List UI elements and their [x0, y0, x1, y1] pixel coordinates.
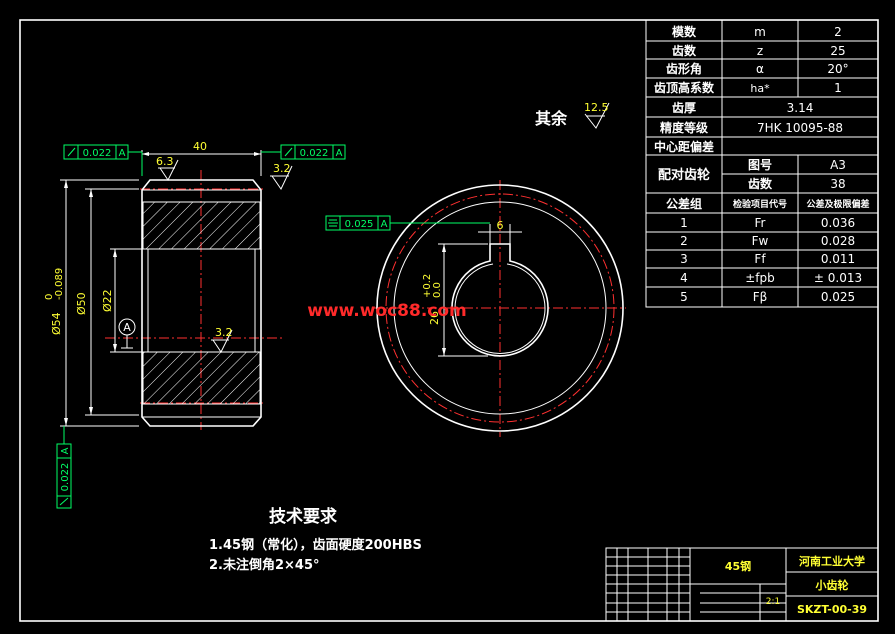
param-symbol-1: z — [757, 44, 763, 58]
param-value-5: 7HK 10095-88 — [757, 121, 843, 135]
title-part-name: 小齿轮 — [815, 578, 849, 592]
mating-gear-row-value-0: A3 — [830, 158, 846, 172]
tech-req-title: 技术要求 — [269, 506, 337, 527]
watermark: www.woc88.com — [307, 301, 467, 321]
param-symbol-0: m — [754, 25, 766, 39]
title-block: 45钢 河南工业大学 小齿轮 SKZT-00-39 2:1 — [605, 547, 879, 622]
fcf-bottom-datum: A — [60, 447, 71, 454]
tol-code-2: Ff — [754, 252, 766, 266]
param-name-5: 精度等级 — [660, 120, 708, 135]
title-school: 河南工业大学 — [799, 554, 865, 568]
param-name-3: 齿顶高系数 — [654, 80, 715, 95]
keyway-depth: 26 — [428, 311, 441, 325]
dim-outer: Ø54 — [50, 312, 63, 335]
keyway-tol-upper: +0.2 — [422, 274, 433, 298]
drawing-border — [19, 19, 879, 622]
fcf-right-datum: A — [336, 148, 343, 159]
tol-group-1: 2 — [680, 234, 688, 248]
mating-gear-label: 配对齿轮 — [658, 167, 710, 183]
param-name-4: 齿厚 — [672, 100, 696, 115]
tol-header-group: 公差组 — [666, 196, 702, 211]
tol-code-1: Fw — [752, 234, 769, 248]
fcf-left-datum: A — [119, 148, 126, 159]
dim-width: 40 — [193, 140, 207, 153]
gear-parameter-table: 模数 m 2 齿数 z 25 齿形角 α 20° 齿顶高系数 ha* 1 齿厚 … — [645, 19, 879, 308]
param-name-0: 模数 — [672, 24, 697, 39]
roughness-note-value: 12.5 — [584, 101, 609, 114]
fcf-bottom-value: 0.022 — [60, 463, 71, 492]
roughness-note-label: 其余 — [535, 109, 568, 128]
mating-gear-row-value-1: 38 — [830, 177, 845, 191]
dim-pitch: Ø50 — [75, 292, 88, 315]
fcf-sym-value: 0.025 — [345, 219, 374, 230]
gear-front-view: 6 26 +0.2 0.0 0.025 A — [325, 180, 626, 437]
title-drawing-no: SKZT-00-39 — [797, 603, 867, 616]
tol-group-4: 5 — [680, 290, 688, 304]
tol-code-0: Fr — [755, 216, 766, 230]
tol-value-2: 0.011 — [821, 252, 855, 266]
fcf-sym-datum: A — [381, 219, 388, 230]
param-name-2: 齿形角 — [666, 61, 702, 76]
tol-code-4: Fβ — [753, 290, 768, 304]
param-value-2: 20° — [827, 62, 848, 76]
tol-group-3: 4 — [680, 271, 688, 285]
tol-header-value: 公差及极限偏差 — [806, 198, 869, 210]
tol-value-0: 0.036 — [821, 216, 855, 230]
param-name-6: 中心距偏差 — [654, 139, 714, 154]
tol-group-0: 1 — [680, 216, 688, 230]
tech-requirements: 技术要求 1.45钢（常化），齿面硬度200HBS 2.未注倒角2×45° — [209, 506, 422, 573]
param-symbol-3: ha* — [750, 82, 770, 95]
gear-side-view: 40 6.3 3.2 3.2 0.022 A 0.022 A — [44, 140, 346, 509]
param-symbol-2: α — [756, 62, 764, 76]
keyway-width: 6 — [497, 219, 504, 232]
param-value-4: 3.14 — [787, 101, 814, 115]
fcf-left-value: 0.022 — [83, 148, 112, 159]
roughness-right: 3.2 — [273, 162, 291, 175]
param-name-1: 齿数 — [672, 43, 697, 58]
tech-req-item-1: 2.未注倒角2×45° — [209, 557, 320, 573]
tol-code-3: ±fpb — [745, 271, 775, 285]
roughness-note: 其余 12.5 — [535, 101, 610, 129]
tech-req-item-0: 1.45钢（常化），齿面硬度200HBS — [209, 537, 422, 553]
dim-bore: Ø22 — [101, 289, 114, 312]
param-value-3: 1 — [834, 81, 842, 95]
mating-gear-row-name-0: 图号 — [748, 157, 772, 172]
tol-group-2: 3 — [680, 252, 688, 266]
title-material: 45钢 — [725, 559, 751, 573]
roughness-left: 6.3 — [156, 155, 174, 168]
param-value-0: 2 — [834, 25, 842, 39]
dim-outer-tol-lower: -0.089 — [54, 268, 65, 300]
tol-value-1: 0.028 — [821, 234, 855, 248]
mating-gear-row-name-1: 齿数 — [748, 176, 773, 191]
param-value-1: 25 — [830, 44, 845, 58]
keyway-tol-lower: 0.0 — [432, 282, 443, 298]
fcf-right-value: 0.022 — [300, 148, 329, 159]
roughness-bore: 3.2 — [215, 326, 233, 339]
title-scale: 2:1 — [766, 597, 780, 607]
tol-value-4: 0.025 — [821, 290, 855, 304]
tol-header-code: 检验项目代号 — [733, 198, 787, 210]
dim-outer-tol-upper: 0 — [44, 294, 55, 300]
datum-label: A — [123, 321, 131, 334]
tol-value-3: ± 0.013 — [814, 271, 862, 285]
